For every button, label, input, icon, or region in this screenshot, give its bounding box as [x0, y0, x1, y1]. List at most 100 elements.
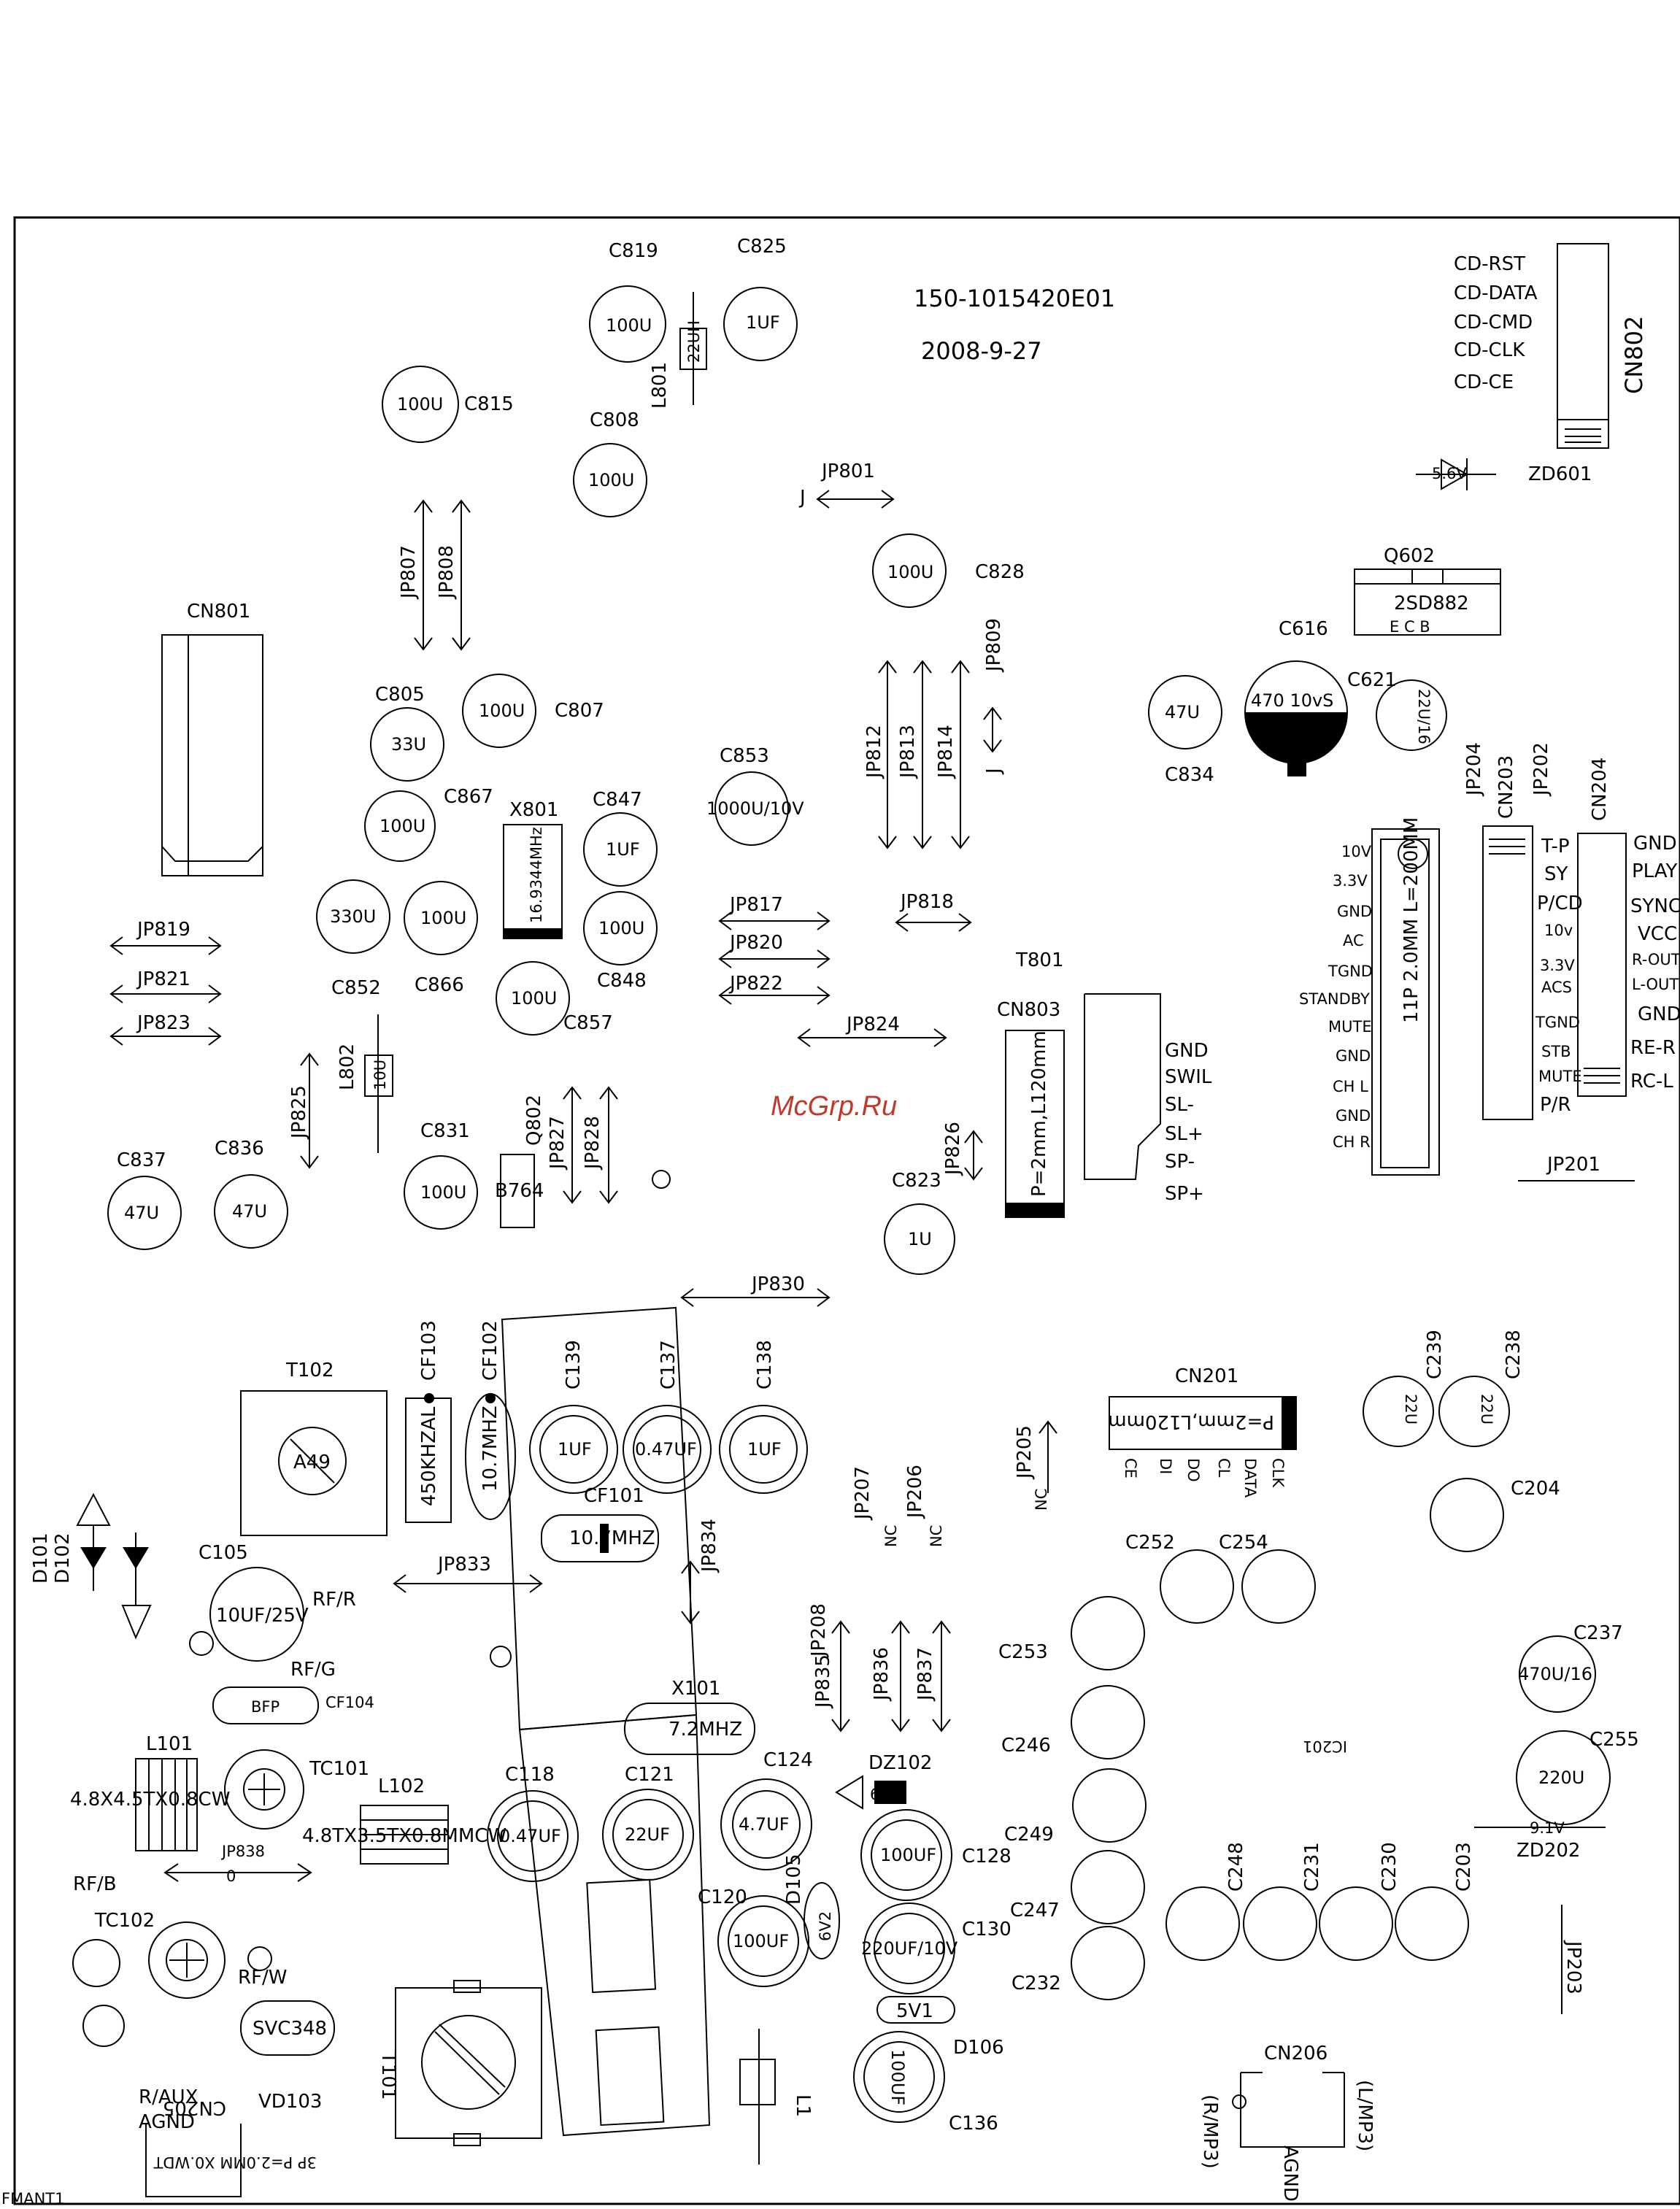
- capacitor-c807: 100U C807: [462, 674, 604, 748]
- jumper-jp821: JP821: [109, 968, 222, 1003]
- cable-pin-7: MUTE: [1328, 1018, 1372, 1036]
- jumper-jp807: JP807: [398, 499, 433, 651]
- crystal-x801: 16.9344MHz X801: [503, 799, 563, 939]
- svg-text:JP814: JP814: [935, 725, 957, 779]
- svg-text:P=2mm,L120mm: P=2mm,L120mm: [1108, 1411, 1274, 1433]
- svg-text:BFP: BFP: [251, 1698, 280, 1716]
- inductor-l1: L1: [739, 2029, 814, 2164]
- jumper-jp205: JP205 NC: [1014, 1420, 1057, 1511]
- svg-text:C819: C819: [609, 240, 658, 262]
- transistor-q602: Q602 2SD882 E C B: [1354, 545, 1501, 636]
- cable-pin-11: CH R: [1333, 1133, 1371, 1151]
- capacitor-c808: 100U C808: [573, 409, 647, 517]
- svg-text:100U: 100U: [511, 988, 557, 1009]
- ic201-label: IC201: [1303, 1738, 1347, 1755]
- jumper-jp813: JP813: [897, 660, 932, 849]
- svg-text:100UF: 100UF: [733, 1931, 789, 1951]
- jumper-jp834: JP834: [681, 1519, 720, 1624]
- svg-text:10UF/25V: 10UF/25V: [216, 1605, 309, 1627]
- connector-cn205: R/AUX AGND CN205 3P P=2.0MM X0.WDT: [139, 2086, 317, 2197]
- cn204-pin-2: PLAY: [1632, 860, 1678, 882]
- svg-text:C853: C853: [720, 745, 769, 767]
- svg-text:100U: 100U: [598, 918, 644, 938]
- svg-text:5.6V: 5.6V: [1432, 465, 1467, 482]
- svg-text:C232: C232: [1012, 1973, 1061, 1994]
- mounting-hole: [490, 1646, 512, 1668]
- capacitor-c231: C231: [1243, 1842, 1323, 1961]
- varactor-svc348: SVC348 VD103: [240, 2000, 335, 2113]
- capacitor-c852: 330U C852: [316, 879, 390, 999]
- capacitor-c105: 10UF/25V C105 RF/R: [199, 1542, 356, 1662]
- jumper-jp818: JP818: [895, 891, 972, 932]
- svg-text:C866: C866: [415, 974, 464, 996]
- cn204-pin-3: SYNC: [1630, 895, 1680, 917]
- diode-dz102: 6.2V DZ102: [835, 1752, 932, 1810]
- svg-text:100U: 100U: [606, 315, 652, 336]
- svg-text:C805: C805: [375, 684, 425, 706]
- svg-text:0: 0: [226, 1867, 236, 1885]
- svg-text:JP205: JP205: [1014, 1425, 1036, 1480]
- capacitor-c118: 0.47UF C118: [487, 1764, 579, 1882]
- filter-cf103: 450KHZAL CF103: [405, 1320, 452, 1523]
- svg-text:J: J: [983, 768, 1005, 775]
- svg-text:L101: L101: [146, 1733, 193, 1755]
- svg-text:CN204: CN204: [1589, 757, 1611, 821]
- svg-text:C139: C139: [563, 1340, 585, 1389]
- cn201-pin-4: CL: [1215, 1458, 1233, 1478]
- svg-text:T101: T101: [377, 2051, 399, 2100]
- svg-text:47U: 47U: [232, 1201, 267, 1222]
- watermark: McGrp.Ru: [771, 1091, 897, 1122]
- svg-text:JP819: JP819: [136, 919, 190, 941]
- module-block-2: [595, 2026, 665, 2127]
- svg-text:JP822: JP822: [728, 973, 783, 995]
- svg-text:R/AUX: R/AUX: [139, 2086, 198, 2108]
- svg-text:(L/MP3): (L/MP3): [1354, 2080, 1376, 2151]
- jumper-jp809: JP809 J: [983, 618, 1005, 775]
- capacitor-c831: 100U C831: [404, 1120, 478, 1230]
- cn204-pin-1: GND: [1633, 833, 1677, 855]
- jumper-jp828: JP828: [582, 1086, 618, 1204]
- capacitor-c837: 47U C837: [107, 1149, 182, 1250]
- svg-text:C616: C616: [1279, 618, 1328, 640]
- svg-text:C136: C136: [949, 2113, 998, 2135]
- rf-w-label: RF/W: [238, 1967, 288, 1989]
- svg-text:NC: NC: [928, 1525, 945, 1547]
- svg-text:100U: 100U: [379, 816, 425, 836]
- capacitor-c248: C248: [1165, 1842, 1247, 1961]
- svg-text:22U/16: 22U/16: [1415, 689, 1433, 744]
- svg-text:X101: X101: [671, 1678, 720, 1700]
- coil-l101: L101 4.8X4.5TX0.8CW: [70, 1733, 230, 1851]
- svg-text:C128: C128: [962, 1846, 1012, 1867]
- svg-text:100UF: 100UF: [887, 2049, 908, 2105]
- crystal-x101: 7.2MHZ X101: [624, 1678, 755, 1755]
- cn204-pin-9: RC-L: [1630, 1071, 1673, 1092]
- svg-text:22UH: 22UH: [685, 320, 703, 363]
- cn203-pin-5: 3.3V: [1540, 957, 1575, 974]
- svg-text:22UF: 22UF: [625, 1824, 670, 1845]
- svg-text:C124: C124: [763, 1749, 813, 1771]
- svg-text:TC101: TC101: [309, 1758, 369, 1780]
- diode-zd202: 9.1V ZD202: [1474, 1819, 1606, 1862]
- svg-text:10.7MHZ: 10.7MHZ: [569, 1527, 655, 1549]
- cable-pin-9: CH L: [1333, 1078, 1368, 1095]
- capacitor-c815: 100U C815: [382, 366, 514, 443]
- svg-text:C231: C231: [1301, 1842, 1323, 1892]
- svg-text:7.2MHZ: 7.2MHZ: [668, 1719, 742, 1740]
- svg-text:JP817: JP817: [728, 894, 783, 916]
- svg-text:1UF: 1UF: [606, 839, 640, 860]
- svg-text:C836: C836: [215, 1138, 264, 1160]
- mounting-hole: [189, 1631, 214, 1656]
- cable-pin-1: 10V: [1341, 843, 1372, 860]
- svg-text:JP801: JP801: [820, 460, 875, 482]
- svg-text:JP824: JP824: [845, 1014, 900, 1036]
- svg-text:JP204: JP204: [1463, 742, 1485, 797]
- svg-text:C828: C828: [975, 561, 1025, 583]
- svg-text:JP836: JP836: [871, 1647, 893, 1702]
- svg-text:CN203: CN203: [1495, 755, 1517, 819]
- t801-pin-2: SWIL: [1165, 1066, 1212, 1088]
- mounting-hole: [72, 1939, 120, 1987]
- svg-text:P=2mm,L120mm: P=2mm,L120mm: [1028, 1030, 1050, 1197]
- svg-text:10.7MHZ: 10.7MHZ: [479, 1406, 501, 1492]
- svg-text:10U: 10U: [371, 1060, 389, 1090]
